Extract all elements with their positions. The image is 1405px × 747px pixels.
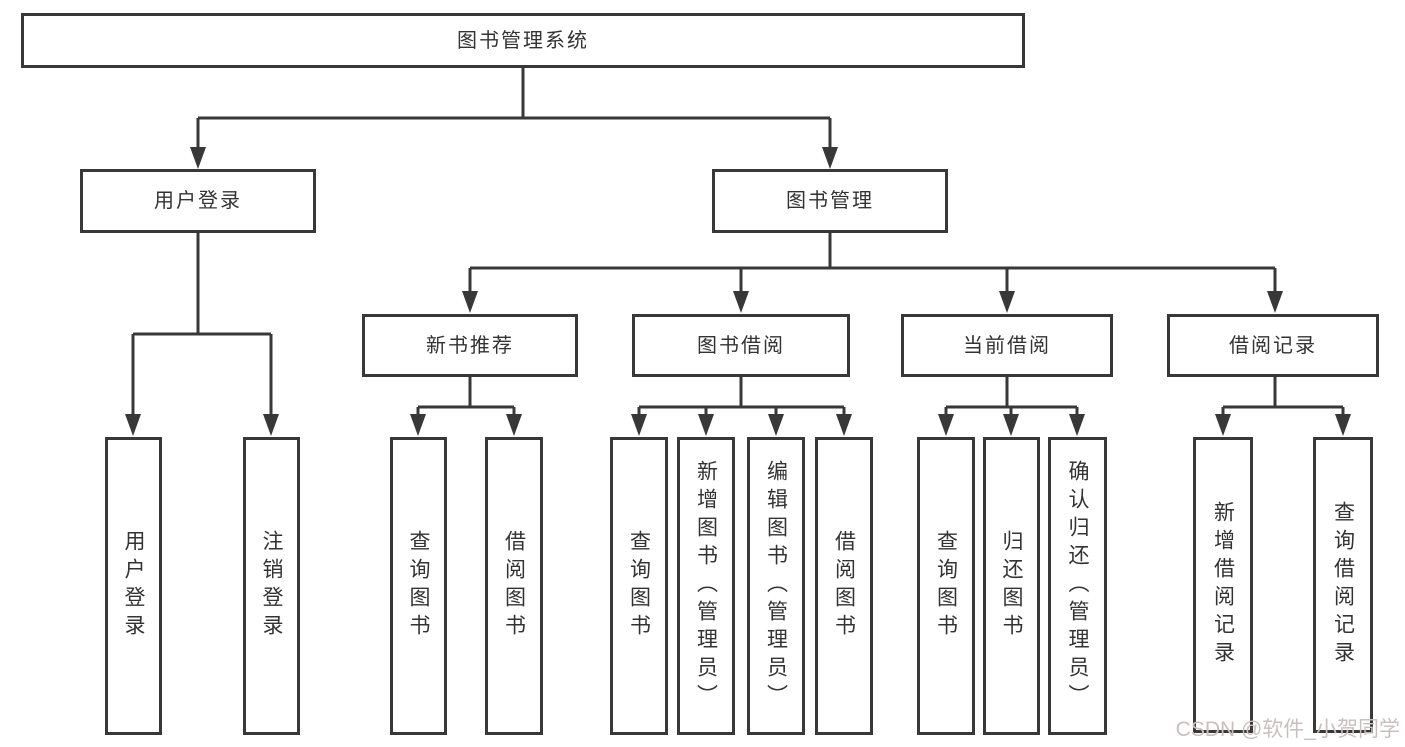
- node-current-borrowing: 当前借阅: [901, 314, 1113, 377]
- csdn-watermark: CSDN @软件_小贺同学: [1175, 718, 1400, 741]
- leaf-borrow-books-recommend: 借阅图书: [485, 437, 543, 735]
- node-book-borrowing: 图书借阅: [632, 314, 850, 377]
- node-label: 用户登录: [154, 190, 242, 212]
- leaf-add-borrow-record: 新增借阅记录: [1193, 437, 1253, 733]
- leaf-query-borrow-record: 查询借阅记录: [1313, 437, 1373, 733]
- leaf-confirm-return-admin: 确认归还（管理员）: [1048, 437, 1107, 735]
- leaf-edit-book-admin: 编辑图书（管理员）: [747, 437, 805, 735]
- node-user-login: 用户登录: [80, 169, 316, 233]
- node-label: 用户登录: [122, 530, 145, 642]
- node-label: 编辑图书（管理员）: [764, 460, 788, 712]
- connector-path: [131, 68, 1345, 418]
- node-label: 查询图书: [627, 530, 651, 642]
- leaf-return-books: 归还图书: [983, 437, 1040, 735]
- node-new-book-recommendation: 新书推荐: [362, 314, 578, 377]
- leaf-borrow-books-borrowing: 借阅图书: [815, 437, 873, 735]
- leaf-query-books-borrowing: 查询图书: [610, 437, 668, 735]
- leaf-query-books-recommend: 查询图书: [390, 437, 447, 735]
- node-book-management: 图书管理: [712, 169, 948, 233]
- node-label: 归还图书: [1000, 530, 1023, 642]
- node-label: 确认归还（管理员）: [1066, 460, 1089, 712]
- leaf-user-login: 用户登录: [105, 437, 162, 735]
- node-label: 新增图书（管理员）: [694, 460, 718, 712]
- node-label: 图书借阅: [697, 334, 785, 357]
- node-label: 借阅图书: [502, 530, 526, 642]
- node-label: 查询借阅记录: [1331, 501, 1355, 669]
- node-label: 查询图书: [934, 530, 958, 642]
- node-library-management-system: 图书管理系统: [21, 13, 1025, 68]
- leaf-logout: 注销登录: [243, 437, 300, 735]
- node-borrowing-records: 借阅记录: [1167, 314, 1379, 377]
- node-label: 当前借阅: [963, 334, 1051, 357]
- node-label: 图书管理: [786, 190, 874, 212]
- node-label: 注销登录: [260, 530, 283, 642]
- node-label: 新书推荐: [426, 334, 514, 357]
- node-label: 借阅图书: [832, 530, 856, 642]
- node-label: 图书管理系统: [457, 29, 589, 52]
- leaf-query-books-current: 查询图书: [917, 437, 975, 735]
- arrowheads: [125, 147, 1351, 436]
- node-label: 查询图书: [407, 530, 430, 642]
- node-label: 借阅记录: [1229, 334, 1317, 357]
- node-label: 新增借阅记录: [1211, 501, 1235, 669]
- leaf-add-book-admin: 新增图书（管理员）: [677, 437, 735, 735]
